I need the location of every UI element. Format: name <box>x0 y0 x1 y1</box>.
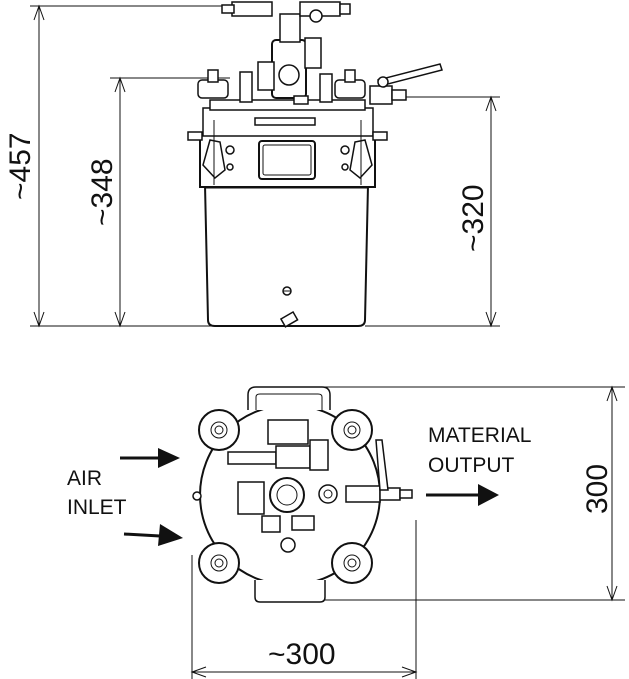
top-view: 300 ~300 <box>67 385 625 679</box>
air-inlet-label-line1: AIR <box>67 467 102 490</box>
tank-height-label: ~348 <box>86 158 119 226</box>
dimension-tank-height: ~348 <box>86 76 230 328</box>
width-label: ~300 <box>268 638 336 671</box>
lid-fittings <box>192 419 413 553</box>
tank-body <box>203 184 370 328</box>
dimension-width: ~300 <box>190 520 418 679</box>
material-output-label-line2: OUTPUT <box>428 454 515 477</box>
material-valve <box>369 63 443 105</box>
body-height-label: ~320 <box>457 184 490 252</box>
arrow-right-icon <box>158 448 180 468</box>
material-output-arrow <box>426 484 499 506</box>
dimension-depth: 300 <box>322 385 625 602</box>
arrow-right-icon <box>478 484 499 506</box>
clamp-knobs-top <box>198 409 373 584</box>
side-view: ~457 ~348 ~320 <box>4 1 500 328</box>
bottom-rim <box>254 580 326 603</box>
total-height-label: ~457 <box>4 132 37 200</box>
air-inlet-arrows <box>120 448 183 546</box>
air-inlet-label-line2: INLET <box>67 496 127 519</box>
tank-lid <box>187 99 388 188</box>
material-output-label-line1: MATERIAL <box>428 424 531 447</box>
clamp-knobs <box>197 69 366 103</box>
carry-handle <box>247 386 331 410</box>
arrow-right-icon <box>158 524 183 546</box>
dimension-body-height: ~320 <box>365 95 500 328</box>
regulator-assembly <box>221 1 351 105</box>
dimension-total-height: ~457 <box>4 4 230 328</box>
depth-label: 300 <box>581 464 614 514</box>
